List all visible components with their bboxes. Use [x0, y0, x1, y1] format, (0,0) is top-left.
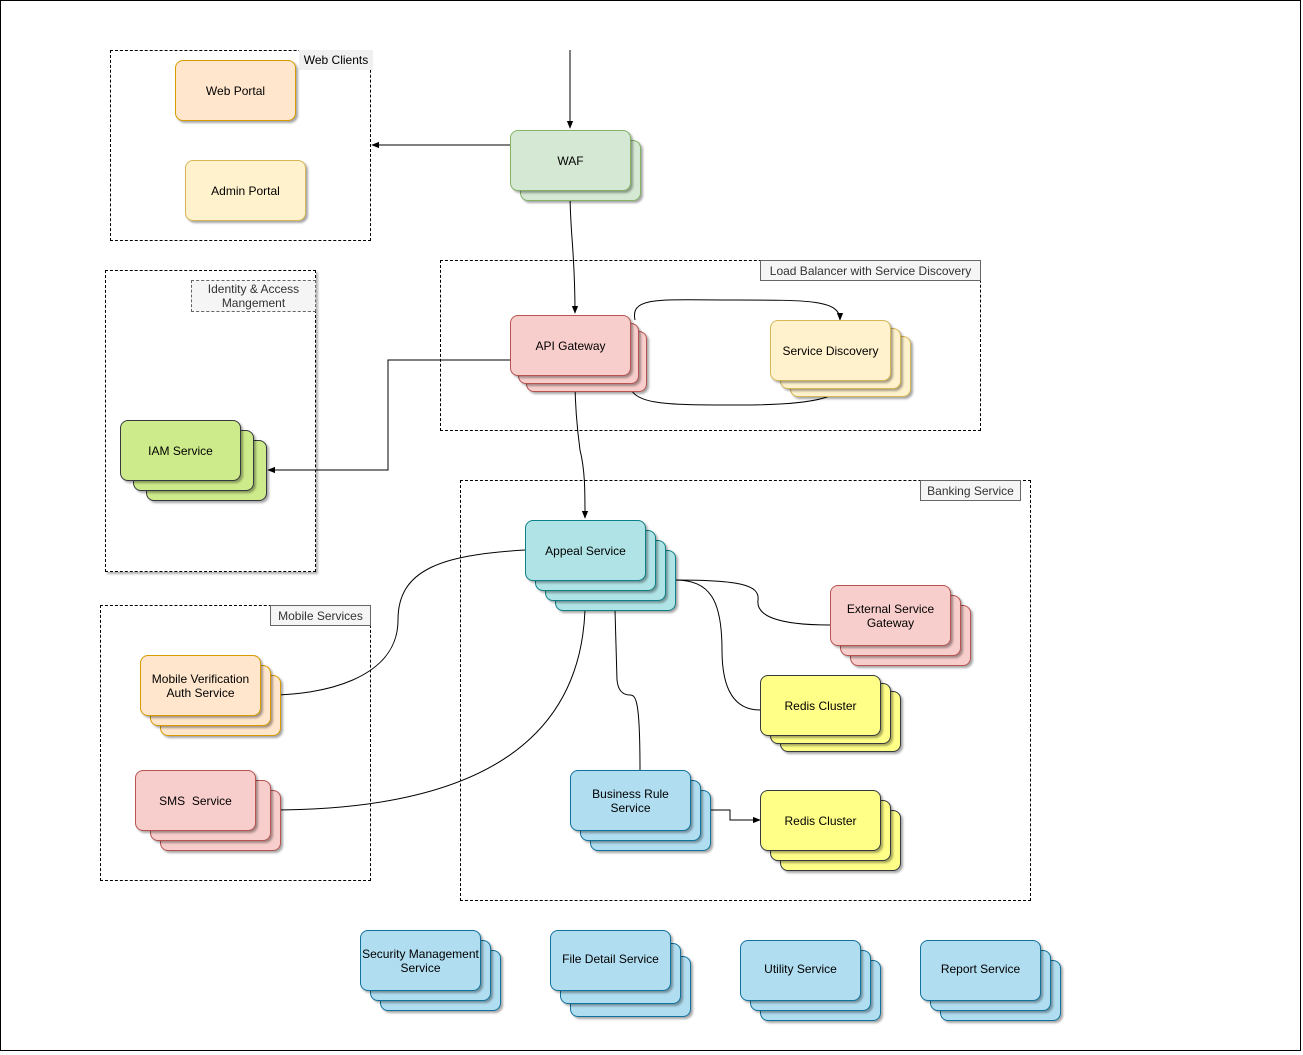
edge-business-rule-to-redis-2: [700, 809, 761, 824]
service-discovery-label: Service Discovery: [782, 343, 879, 358]
sms-service-label: SMS Service: [159, 793, 232, 808]
mobile-verification-label: Mobile Verification Auth Service: [151, 671, 250, 700]
appeal-service-label: Appeal Service: [545, 543, 626, 558]
group-label-banking: Banking Service: [920, 480, 1021, 501]
group-label-identity-access: Identity & Access Mangement: [191, 280, 316, 312]
api-gateway-label: API Gateway: [535, 338, 606, 353]
group-label-web-clients: Web Clients: [299, 50, 373, 70]
edge-api-gateway-to-iam: [267, 359, 510, 474]
admin-portal-label: Admin Portal: [211, 183, 280, 198]
group-banking: Banking Service: [460, 480, 1031, 901]
iam-service-label: IAM Service: [148, 443, 213, 458]
edge-appeal-to-mobile-verification: [269, 549, 526, 699]
edge-appeal-to-redis-1: [674, 579, 761, 711]
edge-appeal-to-sms: [269, 609, 586, 814]
external-gateway-label: External Service Gateway: [846, 601, 935, 630]
edge-api-gateway-to-service-discovery: [633, 299, 844, 321]
group-identity-access: Identity & Access Mangement: [105, 270, 316, 572]
waf-label: WAF: [557, 153, 584, 168]
redis-cluster-2-label: Redis Cluster: [784, 813, 857, 828]
group-label-load-balancer: Load Balancer with Service Discovery: [760, 260, 981, 281]
security-management-label: Security Management Service: [362, 946, 479, 975]
edge-api-gateway-to-appeal: [574, 379, 589, 519]
utility-service-label: Utility Service: [764, 962, 837, 976]
edge-waf-to-api-gateway: [569, 190, 579, 314]
edge-appeal-to-business-rule: [614, 609, 641, 771]
group-mobile: Mobile Services: [100, 605, 371, 881]
edge-appeal-to-external-gateway: [674, 579, 831, 626]
business-rule-label: Business Rule Service: [592, 786, 669, 815]
group-label-mobile: Mobile Services: [270, 605, 371, 626]
report-service-label: Report Service: [940, 962, 1021, 976]
redis-cluster-1-label: Redis Cluster: [784, 698, 857, 713]
web-portal-label: Web Portal: [205, 83, 266, 98]
group-web-clients: Web Clients: [110, 50, 373, 241]
file-detail-label: File Detail Service: [562, 952, 659, 966]
group-load-balancer: Load Balancer with Service Discovery: [440, 260, 981, 431]
